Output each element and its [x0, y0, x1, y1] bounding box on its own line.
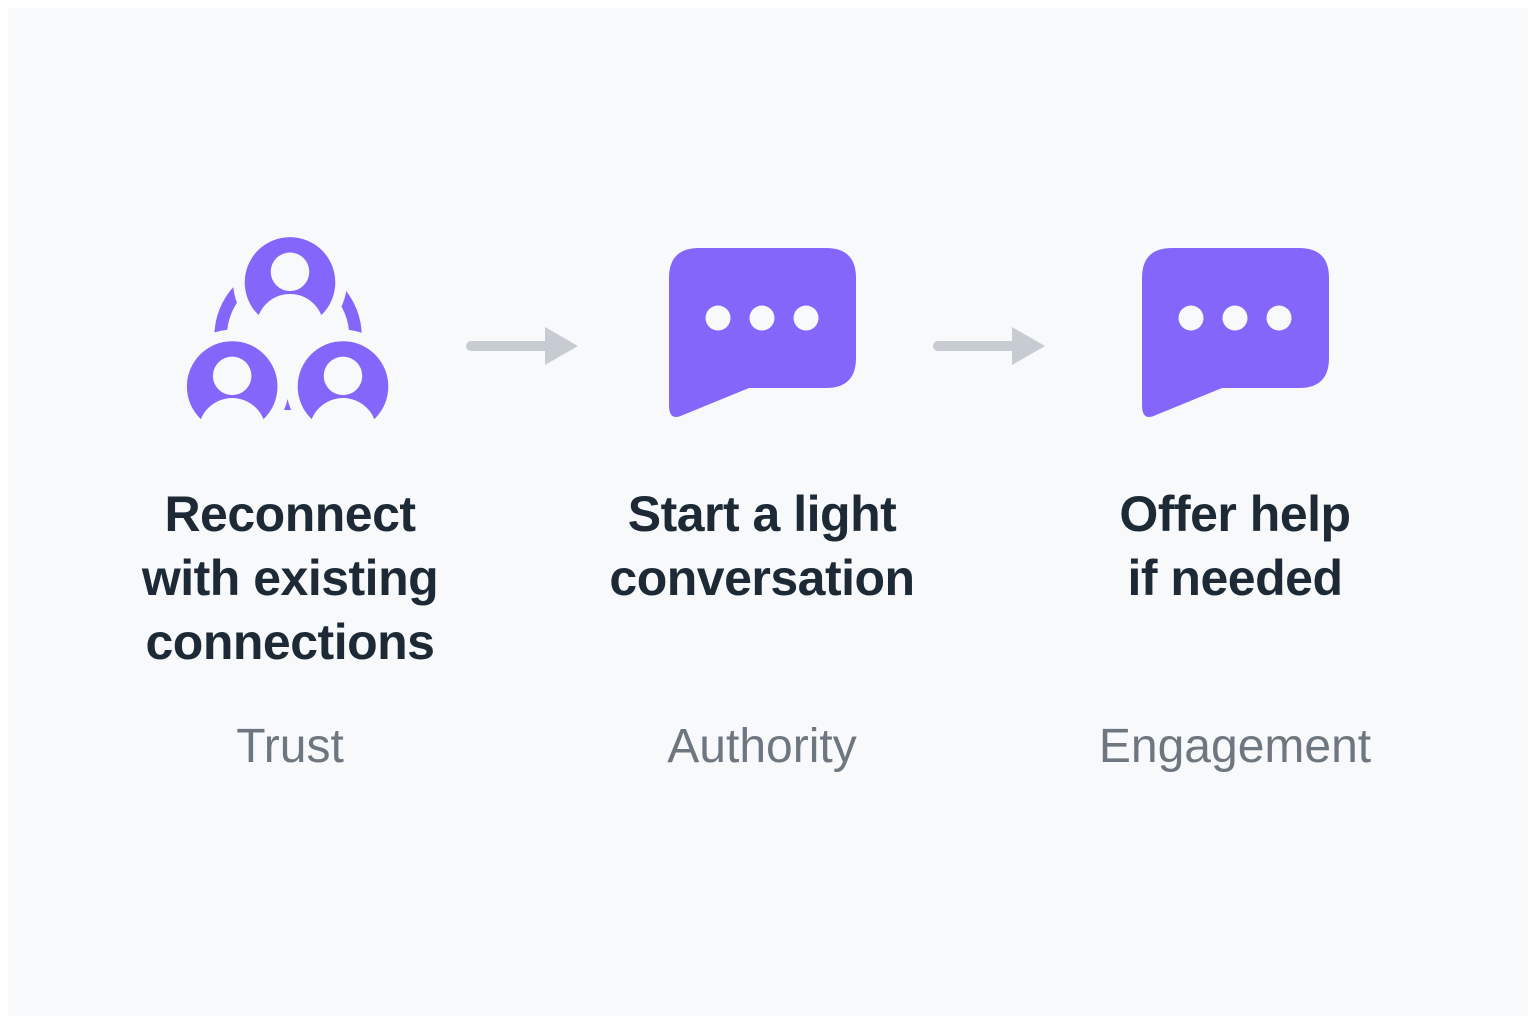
step-label: Engagement	[1098, 720, 1372, 773]
step-label: Authority	[667, 720, 857, 773]
people-group-icon-svg	[186, 236, 389, 432]
step-title: Start a light conversation	[609, 486, 915, 606]
chat-bubble-icon-svg	[1141, 247, 1329, 417]
step-2: Start a light conversation Authority	[562, 0, 962, 1024]
arrow-right-icon	[465, 323, 583, 369]
people-group-icon	[90, 235, 490, 432]
step-3: Offer help if needed Engagement	[1035, 0, 1435, 1024]
step-title: Offer help if needed	[1119, 486, 1351, 606]
arrow-right-icon-svg	[933, 327, 1045, 365]
chat-bubble-icon	[1035, 235, 1435, 430]
step-title: Reconnect with existing connections	[141, 486, 439, 670]
step-1: Reconnect with existing connections Trus…	[90, 0, 490, 1024]
step-label: Trust	[236, 720, 344, 773]
arrow-right-icon	[932, 323, 1050, 369]
arrow-right-icon-svg	[466, 327, 578, 365]
chat-bubble-icon-svg	[668, 247, 856, 417]
chat-bubble-icon	[562, 235, 962, 430]
